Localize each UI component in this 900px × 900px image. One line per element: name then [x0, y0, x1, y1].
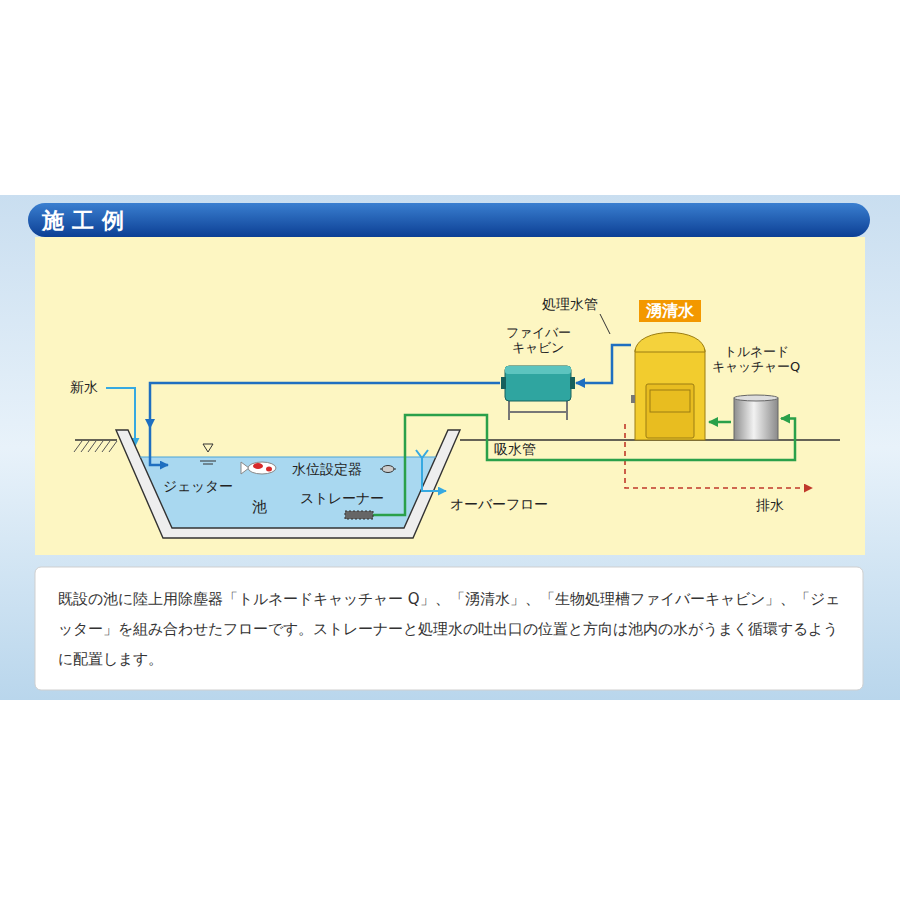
part-label: ストレーナー: [300, 490, 384, 507]
cylinder-top: [734, 395, 778, 401]
fish-spot: [253, 463, 263, 469]
sky-ground: [0, 195, 900, 700]
ground-hatch: [74, 441, 117, 452]
fish-spot: [266, 467, 272, 472]
pipe-connector: [709, 421, 731, 424]
tank-body: [505, 366, 571, 401]
node-shape: [500, 360, 576, 422]
dust-separator: トルネード キャッチャーQ: [731, 393, 781, 442]
biofilter-tank: ファイバー キャビン: [500, 360, 576, 422]
node-label: トルネード キャッチャーQ: [700, 344, 812, 375]
product-badge: 湧清水: [639, 300, 701, 322]
title-text: 施工例: [42, 204, 132, 238]
water-level-symbol: [200, 444, 216, 464]
node-shape: [631, 318, 709, 442]
ground-line: [75, 439, 840, 441]
pipe-port: [570, 377, 575, 389]
tank-door: [646, 384, 694, 438]
pond-wall: [116, 430, 460, 538]
leader-line: [600, 314, 610, 334]
strainer: [345, 511, 373, 519]
pipe-label: 吸水管: [493, 441, 537, 458]
pipe-port: [631, 395, 635, 403]
part-label: 水位設定器: [292, 461, 362, 478]
tank-window: [650, 390, 690, 412]
caption-box: [35, 567, 863, 690]
diagram-panel: [35, 237, 865, 555]
tank-lid: [505, 366, 571, 374]
water-surface: [140, 456, 436, 457]
part-label: ジェッター: [163, 478, 233, 495]
tank-dome: [635, 333, 705, 353]
jetter-pipe: [150, 428, 168, 465]
title-band: [28, 203, 870, 237]
fish: [248, 462, 276, 474]
outlet-label: オーバーフロー: [450, 496, 548, 513]
pipe-connector: [150, 383, 500, 428]
overflow-pipe: [416, 450, 446, 491]
caption-text: 既設の池に陸上用除塵器「トルネードキャッチャー Q」、「湧清水」、「生物処理槽フ…: [58, 584, 848, 674]
node-label: 池: [252, 498, 267, 516]
tank-stand: [509, 401, 567, 420]
node-shape: [731, 393, 781, 442]
pipe-connector: [576, 345, 631, 383]
filter-tank: 湧清水: [631, 318, 709, 442]
pipe-port: [501, 377, 506, 389]
cylinder-body: [734, 398, 778, 440]
level-sensor: [382, 466, 394, 473]
pipe-label: 処理水管: [541, 296, 599, 313]
outlet-label: 排水: [756, 497, 784, 514]
inlet-label: 新水: [70, 379, 98, 396]
tank-body: [635, 350, 705, 440]
pond-water: [140, 457, 436, 528]
node-label: ファイバー キャビン: [496, 325, 580, 356]
